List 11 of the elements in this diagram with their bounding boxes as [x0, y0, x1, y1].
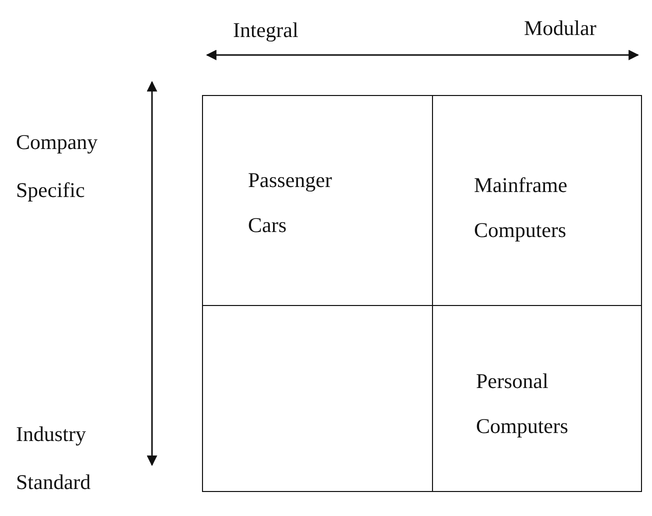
quadrant-label: Mainframe Computers [474, 172, 568, 244]
quadrant-label: Passenger Cars [248, 167, 333, 239]
matrix-cell [202, 95, 434, 307]
matrix-cell [202, 305, 434, 492]
matrix-cell [432, 95, 642, 307]
quadrant-label: Personal Computers [476, 368, 570, 440]
axis-label: Integral [233, 17, 300, 44]
axis-label: Industry Standard [16, 421, 92, 496]
axis-label: Company Specific [16, 129, 99, 204]
matrix-cell [432, 305, 642, 492]
axis-label: Modular [524, 15, 598, 42]
